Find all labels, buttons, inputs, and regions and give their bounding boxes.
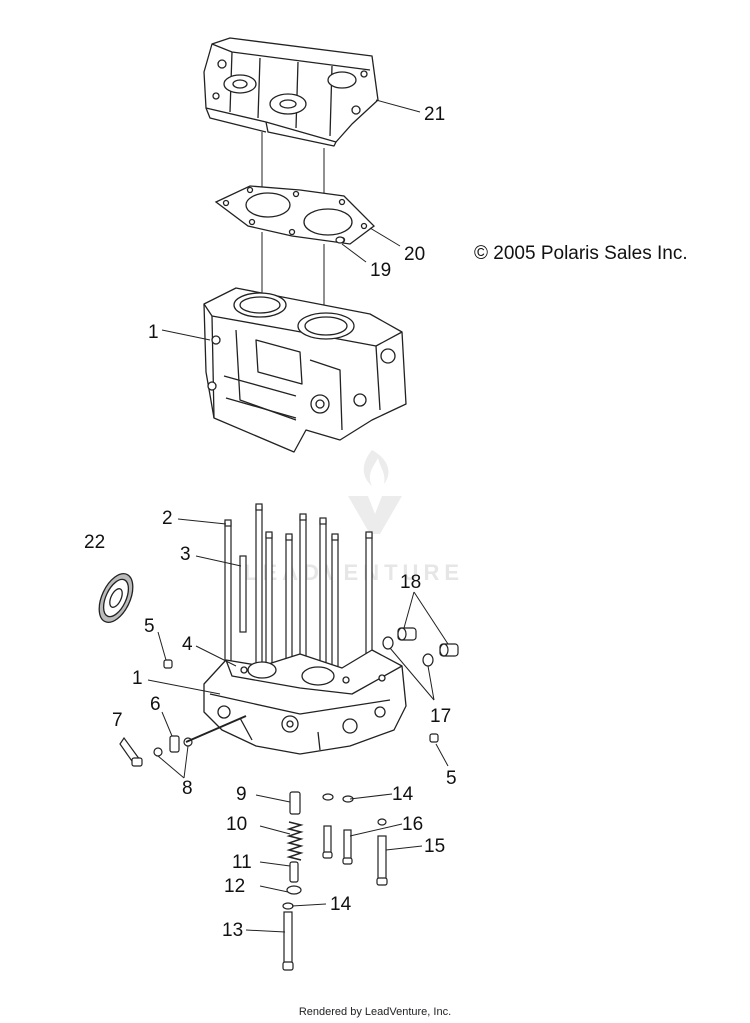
callout-12: 12 <box>224 876 245 897</box>
plunger-11 <box>289 861 299 883</box>
washer-12 <box>286 885 302 895</box>
plug-5-left <box>163 659 173 669</box>
callout-7: 7 <box>112 710 123 731</box>
callout-16: 16 <box>402 814 423 835</box>
callout-5-left: 5 <box>144 616 155 637</box>
callout-20: 20 <box>404 244 425 265</box>
callout-1-cylinder: 1 <box>148 322 159 343</box>
cylinder-block <box>203 287 407 453</box>
head-gasket <box>214 185 375 245</box>
leader-lines <box>147 99 449 933</box>
fitting-6 <box>169 735 180 753</box>
spring-10 <box>286 821 304 861</box>
callout-1-crankcase: 1 <box>132 668 143 689</box>
callout-14-upper: 14 <box>392 784 414 805</box>
callout-10: 10 <box>226 814 247 835</box>
crank-seal <box>98 573 134 623</box>
callout-15: 15 <box>424 836 445 857</box>
plug-5-right <box>429 733 439 743</box>
cylinder-head <box>203 37 379 147</box>
bolt-13 <box>282 911 294 971</box>
callout-14-lower: 14 <box>330 894 352 915</box>
watermark-text: LEADVENTURE <box>244 560 464 585</box>
watermark: LEADVENTURE <box>244 450 464 585</box>
sleeve-9 <box>289 791 301 815</box>
dipstick-rod <box>185 715 247 743</box>
bolt-7 <box>119 736 143 767</box>
bolt-15 <box>376 835 388 886</box>
callout-5-right: 5 <box>446 768 457 789</box>
callout-9: 9 <box>236 784 247 805</box>
callout-8: 8 <box>182 778 193 799</box>
dowel-pin <box>335 236 345 244</box>
callout-11: 11 <box>232 852 252 873</box>
alignment-lines-upper <box>261 132 325 312</box>
o-rings <box>382 636 434 667</box>
callout-3: 3 <box>180 544 191 565</box>
crankcase <box>203 649 407 755</box>
rendered-by-footer: Rendered by LeadVenture, Inc. <box>298 1006 452 1018</box>
callout-21: 21 <box>424 104 445 125</box>
callout-labels: 21 20 19 1 2 22 3 18 5 4 1 17 6 7 8 5 9 … <box>84 104 457 941</box>
callout-4: 4 <box>182 634 193 655</box>
copyright-notice: © 2005 Polaris Sales Inc. <box>474 243 688 264</box>
water-fittings <box>397 627 459 657</box>
bolts-16 <box>322 818 387 865</box>
callout-17: 17 <box>430 706 451 727</box>
callout-19: 19 <box>370 260 391 281</box>
short-stud <box>239 555 247 633</box>
callout-6: 6 <box>150 694 161 715</box>
callout-22: 22 <box>84 532 105 553</box>
callout-2: 2 <box>162 508 173 529</box>
callout-13: 13 <box>222 920 243 941</box>
callout-18: 18 <box>400 572 421 593</box>
